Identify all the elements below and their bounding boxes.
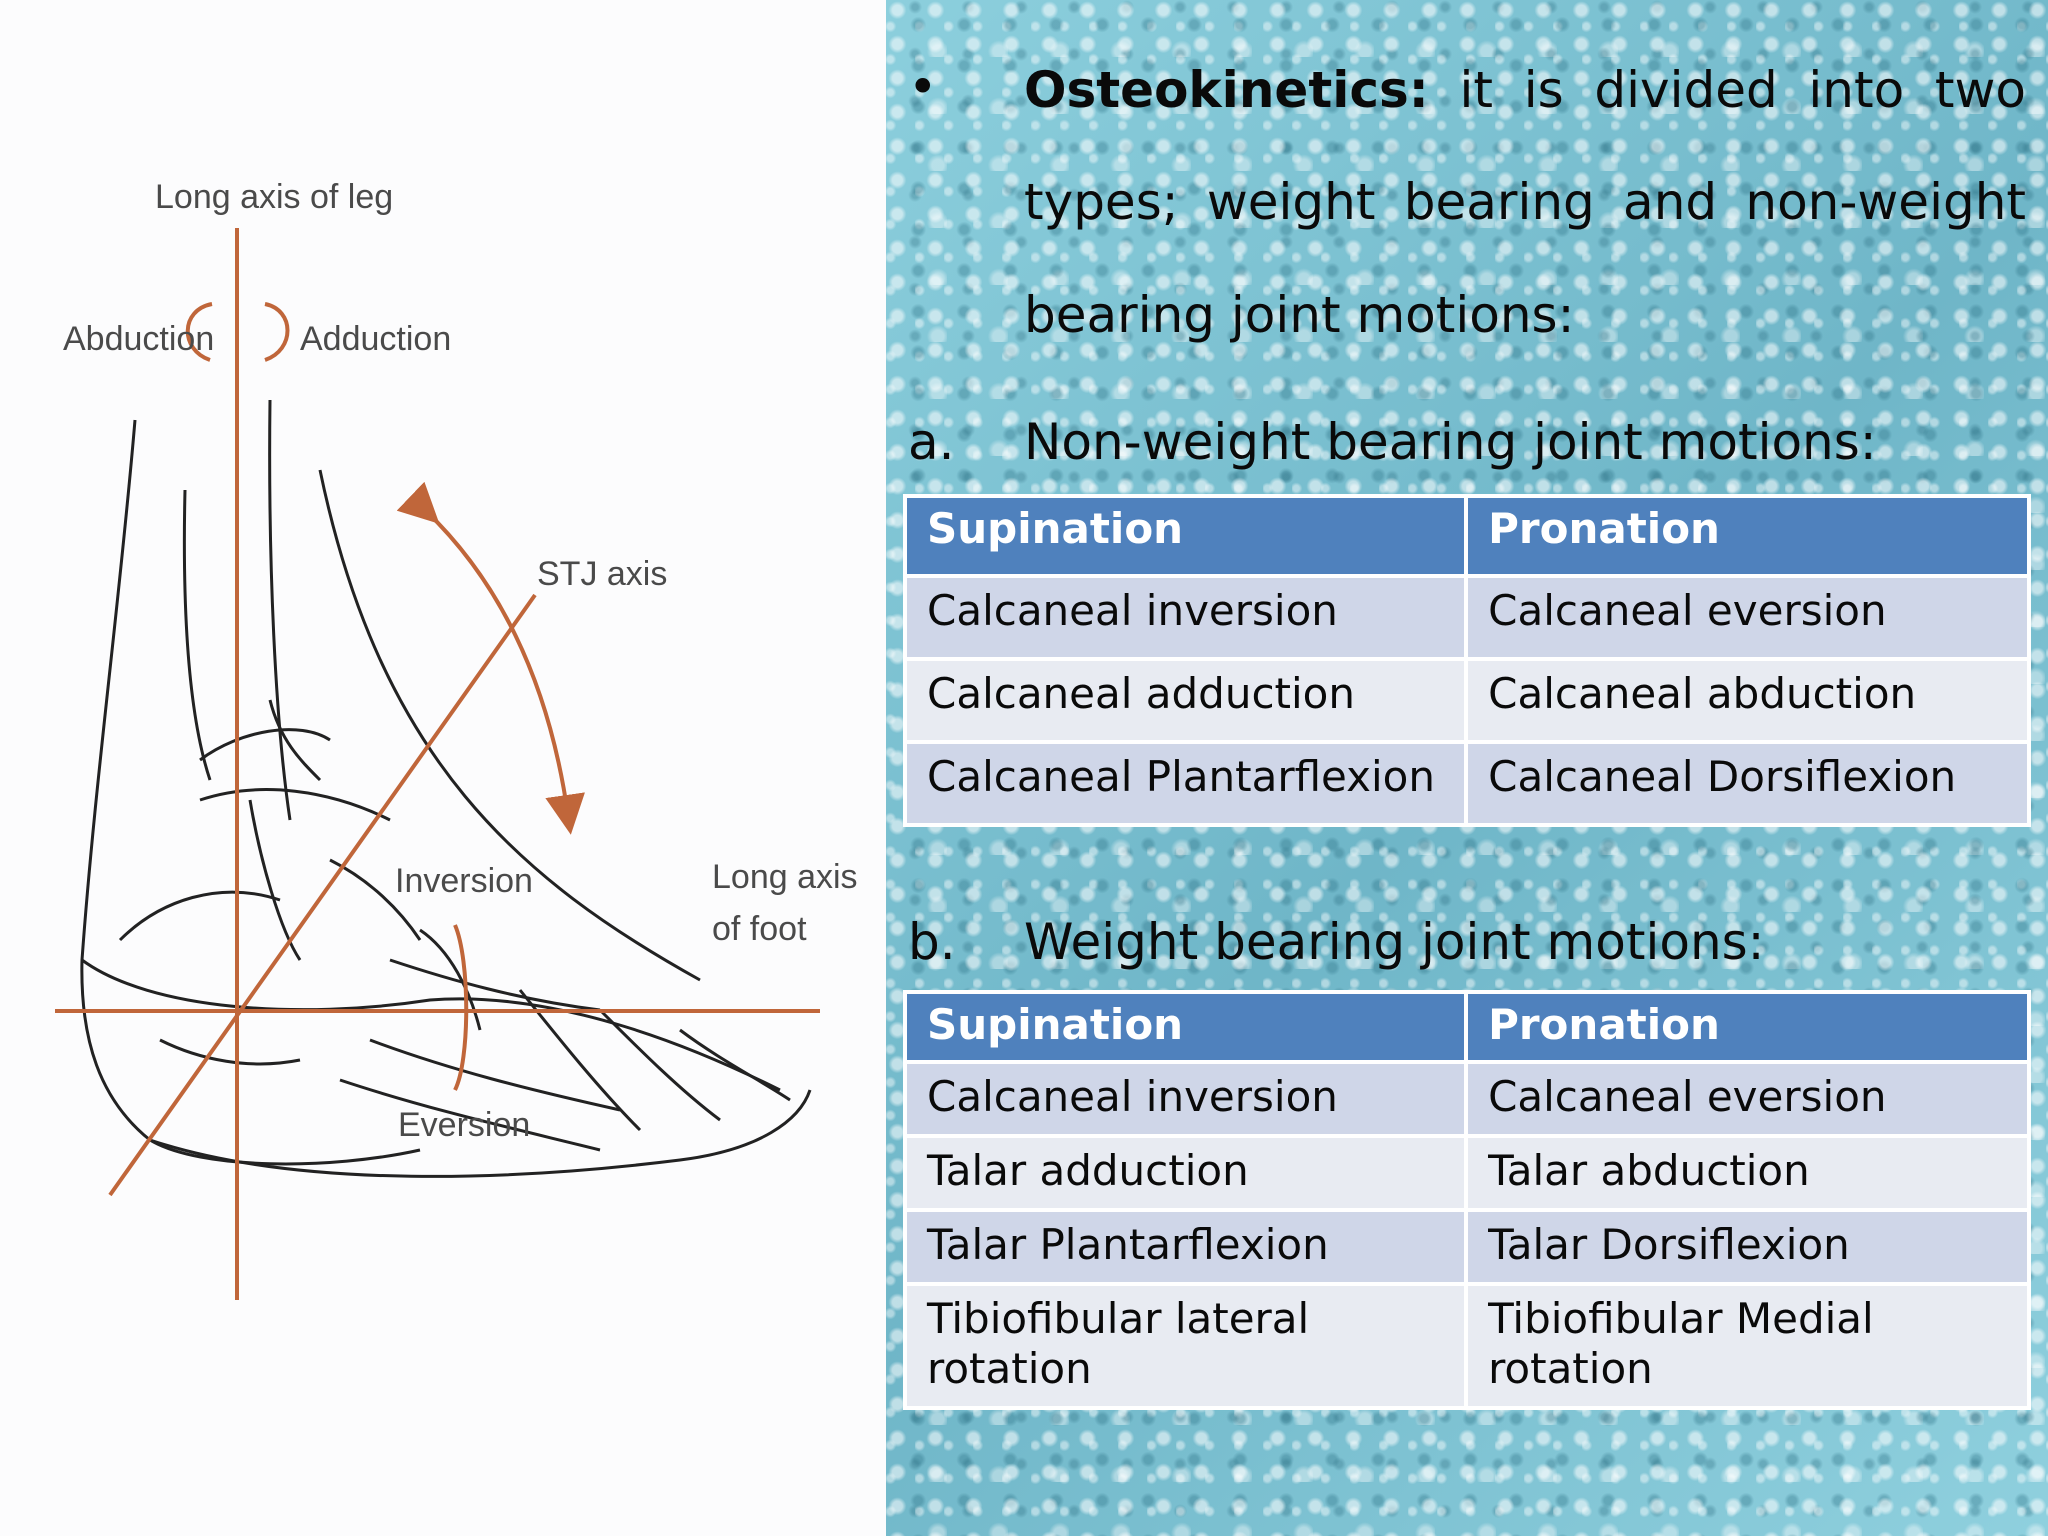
bullet-point: • [908,58,938,116]
table-header-row: Supination Pronation [902,990,2031,1064]
foot-skeleton-drawing [80,399,812,1178]
foot-axes-diagram: Long axis of leg Abduction Adduction STJ… [55,178,858,1300]
foot-diagram-panel: Long axis of leg Abduction Adduction STJ… [0,0,886,1536]
non-weight-bearing-table: Supination Pronation Calcaneal inversion… [902,494,2031,827]
table-cell: Calcaneal inversion [902,1060,1469,1138]
table-cell: Tibiofibular Medial rotation [1464,1282,2031,1410]
label-long-axis-leg: Long axis of leg [155,178,393,216]
table-cell: Talar abduction [1464,1134,2031,1212]
table-row: Calcaneal inversion Calcaneal eversion [902,574,2031,661]
section-b-marker: b. [908,913,956,971]
label-eversion: Eversion [398,1106,530,1144]
label-stj-axis: STJ axis [537,555,667,593]
header-pronation: Pronation [1464,494,2031,578]
label-abduction: Abduction [63,320,214,358]
table-row: Calcaneal inversion Calcaneal eversion [902,1060,2031,1138]
section-a-title: Non-weight bearing joint motions: [1024,413,1877,471]
label-adduction: Adduction [300,320,451,358]
header-supination: Supination [902,990,1469,1064]
table-cell: Talar adduction [902,1134,1469,1212]
weight-bearing-table: Supination Pronation Calcaneal inversion… [902,990,2031,1410]
table-row: Tibiofibular lateral rotation Tibiofibul… [902,1282,2031,1410]
table-row: Talar adduction Talar abduction [902,1134,2031,1212]
section-b-title: Weight bearing joint motions: [1024,913,1765,971]
table-row: Calcaneal adduction Calcaneal abduction [902,657,2031,744]
table-cell: Talar Plantarflexion [902,1208,1469,1286]
label-inversion: Inversion [395,862,533,900]
table-cell: Calcaneal adduction [902,657,1469,744]
table-cell: Tibiofibular lateral rotation [902,1282,1469,1410]
table-row: Talar Plantarflexion Talar Dorsiflexion [902,1208,2031,1286]
section-a-marker: a. [908,413,955,471]
label-long-axis-foot-2: of foot [712,910,807,948]
header-supination: Supination [902,494,1469,578]
table-cell: Calcaneal Plantarflexion [902,740,1469,827]
table-cell: Talar Dorsiflexion [1464,1208,2031,1286]
table-row: Calcaneal Plantarflexion Calcaneal Dorsi… [902,740,2031,827]
intro-line-1-text: it is divided into two [1459,61,2026,119]
table-cell: Calcaneal abduction [1464,657,2031,744]
table-cell: Calcaneal inversion [902,574,1469,661]
table-cell: Calcaneal eversion [1464,574,2031,661]
table-cell: Calcaneal eversion [1464,1060,2031,1138]
intro-line-2: types; weight bearing and non-weight [1024,173,2026,231]
header-pronation: Pronation [1464,990,2031,1064]
intro-line-1: Osteokinetics: it is divided into two [1024,65,2026,115]
label-long-axis-foot-1: Long axis [712,858,858,896]
axis-lines [55,228,820,1300]
table-header-row: Supination Pronation [902,494,2031,578]
intro-line-3: bearing joint motions: [1024,286,1575,344]
term-osteokinetics: Osteokinetics: [1024,61,1429,119]
table-cell: Calcaneal Dorsiflexion [1464,740,2031,827]
